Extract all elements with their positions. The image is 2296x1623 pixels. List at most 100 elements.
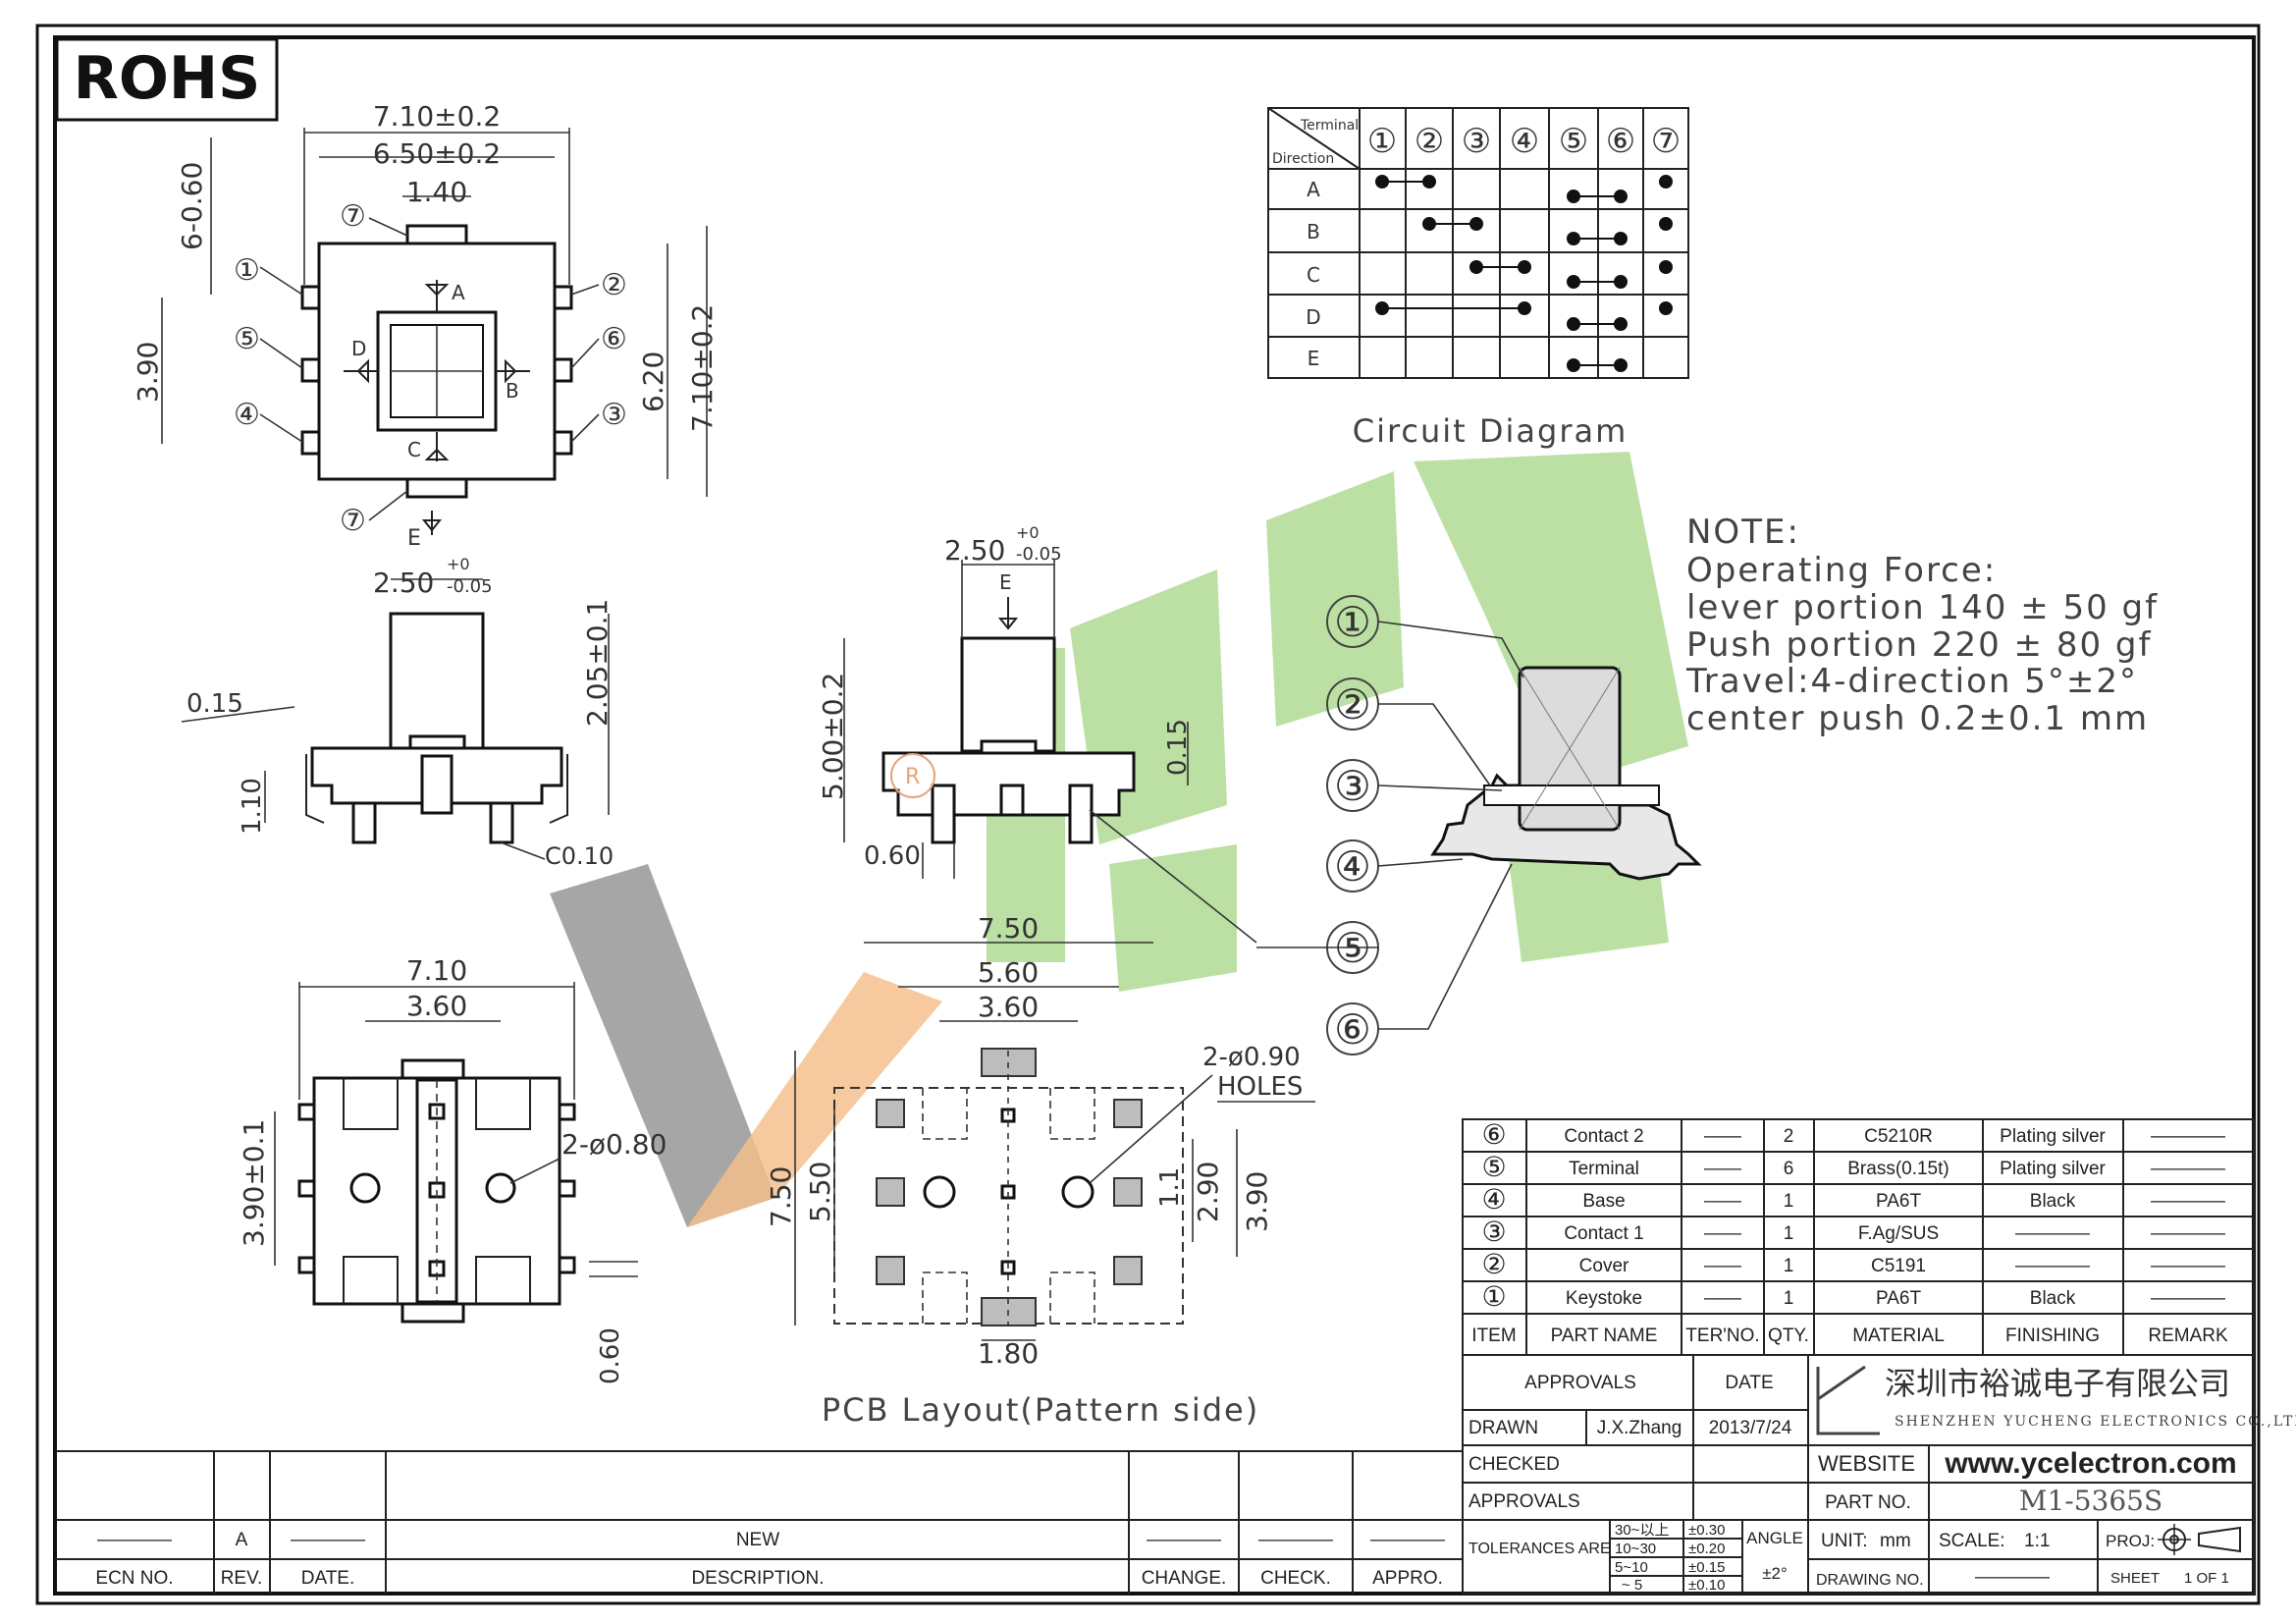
circuit-col-4: ④	[1510, 122, 1539, 161]
note-line-5: Travel:4-direction 5°±2°	[1685, 662, 2138, 701]
circuit-col-7: ⑦	[1651, 122, 1681, 161]
dim-pcb-290: 2.90	[1192, 1162, 1224, 1222]
circuit-col-6: ⑥	[1606, 122, 1635, 161]
tb-tol-value-3: ±0.15	[1688, 1559, 1725, 1576]
bom-qty: 1	[1784, 1256, 1794, 1276]
section-view: ① ② ③ ④ ⑤ ⑥	[1256, 595, 1702, 1055]
tb-tol-value-2: ±0.20	[1688, 1541, 1725, 1557]
direction-e-label: E	[407, 526, 421, 551]
tb-part-no: M1-5365S	[2019, 1485, 2163, 1517]
tb-tol-range-1: 30~以上	[1615, 1522, 1669, 1539]
pcb-layout: 7.50 5.60 3.60 2-ø0.90 HOLES 7.50 5.50 2…	[765, 912, 1315, 1429]
bom-part-name: Cover	[1579, 1256, 1629, 1276]
dim-bottom-width: 7.10	[406, 954, 467, 987]
circuit-row-c: C	[1307, 263, 1320, 287]
projection-symbol-icon	[2158, 1524, 2241, 1555]
dim-front-stem-plus: +0	[447, 555, 470, 573]
dim-side-stem: 2.50	[944, 534, 1005, 567]
dim-bottom-pin-pitch: 3.90±0.1	[238, 1119, 270, 1247]
side-direction-e: E	[999, 570, 1012, 594]
dim-top-slot: 1.40	[406, 176, 467, 208]
tb-angle-value: ±2°	[1762, 1564, 1788, 1583]
dim-pcb-390: 3.90	[1241, 1171, 1273, 1232]
dim-pcb-width: 7.50	[978, 912, 1039, 945]
note-line-3: lever portion 140 ± 50 gf	[1686, 588, 2159, 627]
dim-pcb-holes: 2-ø0.90	[1202, 1043, 1301, 1072]
tb-tol-value-1: ±0.30	[1688, 1522, 1725, 1539]
circuit-col-3: ③	[1462, 122, 1491, 161]
tb-angle-label: ANGLE	[1746, 1529, 1803, 1547]
bom-finishing: Black	[2030, 1191, 2076, 1212]
bom-material: PA6T	[1876, 1191, 1922, 1212]
section-callout-1: ①	[1334, 598, 1371, 646]
dim-front-height: 2.05±0.1	[581, 599, 614, 727]
bom-qty: 1	[1784, 1223, 1794, 1244]
circuit-header-terminal: Terminal	[1300, 118, 1359, 134]
front-view: 2.50 +0 -0.05 2.05±0.1 0.15 1.10 C0.10	[181, 555, 614, 870]
bom-qty: 6	[1784, 1159, 1794, 1179]
bom-remark: ————	[2151, 1256, 2225, 1276]
rev-header-change: CHANGE.	[1142, 1568, 1227, 1589]
dim-pcb-height: 7.50	[765, 1166, 797, 1227]
terminal-7-callout-bottom: ⑦	[340, 504, 366, 538]
rev-header-check: CHECK.	[1260, 1568, 1331, 1589]
tb-tol-range-4: ~ 5	[1622, 1577, 1642, 1594]
terminal-7-callout-top: ⑦	[340, 199, 366, 234]
bom-material: PA6T	[1876, 1288, 1922, 1309]
rev-header-appro: APPRO.	[1372, 1568, 1443, 1589]
bom-ter-no: ——	[1704, 1223, 1741, 1244]
bom-item: ⑤	[1481, 1152, 1506, 1182]
rev-appro-dash: ————	[1370, 1530, 1445, 1550]
dim-front-c010: C0.10	[545, 842, 614, 870]
tb-drawing-no-label: DRAWING NO.	[1816, 1572, 1924, 1589]
rev-header-date: DATE.	[301, 1568, 355, 1589]
dim-side-stem-minus: -0.05	[1016, 544, 1062, 565]
tb-tolerances-label: TOLERANCES ARE	[1468, 1541, 1611, 1557]
bom-header-remark: REMARK	[2148, 1325, 2228, 1346]
tb-tol-value-4: ±0.10	[1688, 1577, 1725, 1594]
bom-item: ④	[1481, 1184, 1506, 1215]
bom-item: ③	[1481, 1217, 1506, 1247]
bom-material: C5210R	[1864, 1126, 1933, 1147]
tb-sheet: 1 OF 1	[2184, 1570, 2229, 1587]
dim-top-inner: 6.50±0.2	[373, 137, 501, 170]
circuit-connections	[1375, 175, 1673, 372]
dim-side-015: 0.15	[1163, 719, 1193, 776]
dim-bottom-060: 0.60	[596, 1327, 625, 1384]
tb-scale: 1:1	[2024, 1531, 2050, 1551]
rev-description: NEW	[736, 1530, 779, 1550]
rev-change-dash: ————	[1147, 1530, 1221, 1550]
top-view: 7.10±0.2 6.50±0.2 1.40 6-0.60 3.90 6.20 …	[132, 100, 719, 551]
tb-sheet-label: SHEET	[2110, 1570, 2160, 1587]
bom-part-name: Base	[1582, 1191, 1625, 1212]
bom-qty: 1	[1784, 1191, 1794, 1212]
bom-finishing: ————	[2015, 1223, 2090, 1244]
bom-item: ②	[1481, 1249, 1506, 1279]
direction-d-label: D	[351, 337, 366, 360]
note-line-4: Push portion 220 ± 80 gf	[1686, 625, 2152, 665]
dim-front-stem-minus: -0.05	[447, 576, 493, 597]
bom-material: C5191	[1871, 1256, 1926, 1276]
bom-part-name: Contact 1	[1564, 1223, 1643, 1244]
tb-drawn: DRAWN	[1468, 1418, 1538, 1438]
inner-frame	[53, 35, 2256, 1596]
bom-finishing: ————	[2015, 1256, 2090, 1276]
bom-item: ⑥	[1481, 1119, 1506, 1150]
tb-tol-range-3: 5~10	[1615, 1559, 1648, 1576]
dim-pcb-180: 1.80	[978, 1337, 1039, 1370]
tb-drawing-no: ————	[1975, 1567, 2050, 1588]
bom-header-item: ITEM	[1471, 1325, 1516, 1346]
note-line-1: NOTE:	[1686, 513, 1800, 552]
bom-header-part-name: PART NAME	[1551, 1325, 1658, 1346]
circuit-header-direction: Direction	[1272, 151, 1334, 167]
terminal-4-callout: ④	[234, 398, 260, 432]
tb-approvals: APPROVALS	[1524, 1373, 1636, 1393]
dim-pcb-560: 5.60	[978, 956, 1039, 989]
tb-checked: CHECKED	[1468, 1454, 1560, 1475]
dim-top-height: 7.10±0.2	[686, 304, 719, 432]
bom-qty: 1	[1784, 1288, 1794, 1309]
dim-front-stem: 2.50	[373, 567, 434, 599]
